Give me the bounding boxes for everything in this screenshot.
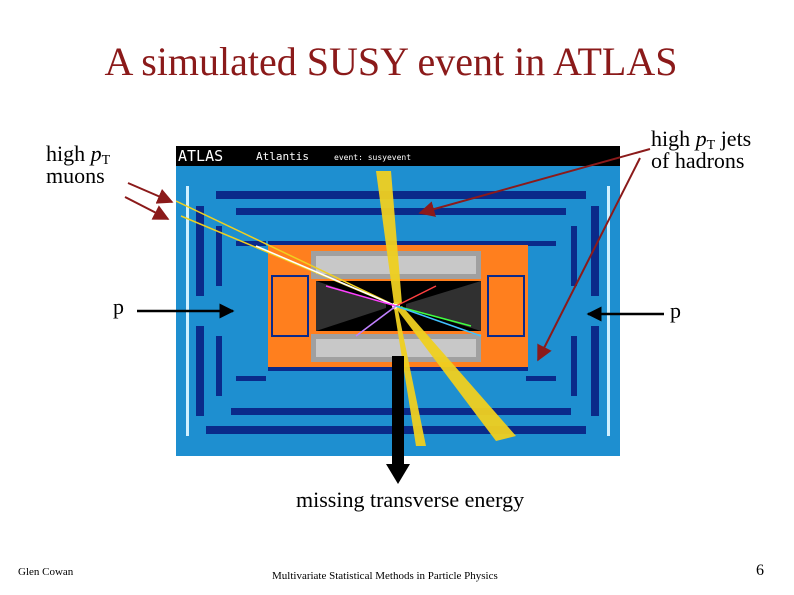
slide-page-number: 6: [756, 562, 764, 579]
muons-label-p: p: [90, 141, 102, 166]
jets-label-high: high: [651, 126, 696, 151]
muons-label-sub: T: [101, 153, 111, 168]
proton-right-label: p: [670, 298, 681, 323]
event-display: ATLAS Atlantis event: susyevent: [176, 146, 620, 456]
muons-label-rest: muons: [46, 163, 105, 188]
jets: [376, 171, 516, 446]
jets-label: high pT jets of hadrons: [651, 128, 751, 172]
proton-left-label: p: [113, 294, 124, 319]
jets-label-p: p: [695, 126, 707, 151]
footer-course: Multivariate Statistical Methods in Part…: [272, 570, 498, 582]
jets-label-jets: jets: [715, 126, 752, 151]
missing-et-arrow-head: [386, 464, 410, 484]
display-program: Atlantis: [256, 150, 309, 163]
inner-detector-cone-left: [316, 281, 386, 331]
muons-label: high pT muons: [46, 143, 110, 187]
slide-title: A simulated SUSY event in ATLAS: [104, 39, 678, 84]
inner-detector-cone-right: [406, 281, 481, 331]
jets-label-sub: T: [706, 138, 716, 153]
jets-label-rest: of hadrons: [651, 148, 745, 173]
display-logo: ATLAS: [178, 147, 223, 165]
missing-et-label: missing transverse energy: [296, 487, 525, 512]
muons-label-high: high: [46, 141, 91, 166]
footer-author: Glen Cowan: [18, 566, 74, 578]
display-event-name: event: susyevent: [334, 153, 411, 162]
tracks: [176, 200, 482, 337]
muon-arrow-1: [127, 182, 174, 204]
muon-arrow-2: [124, 196, 170, 220]
